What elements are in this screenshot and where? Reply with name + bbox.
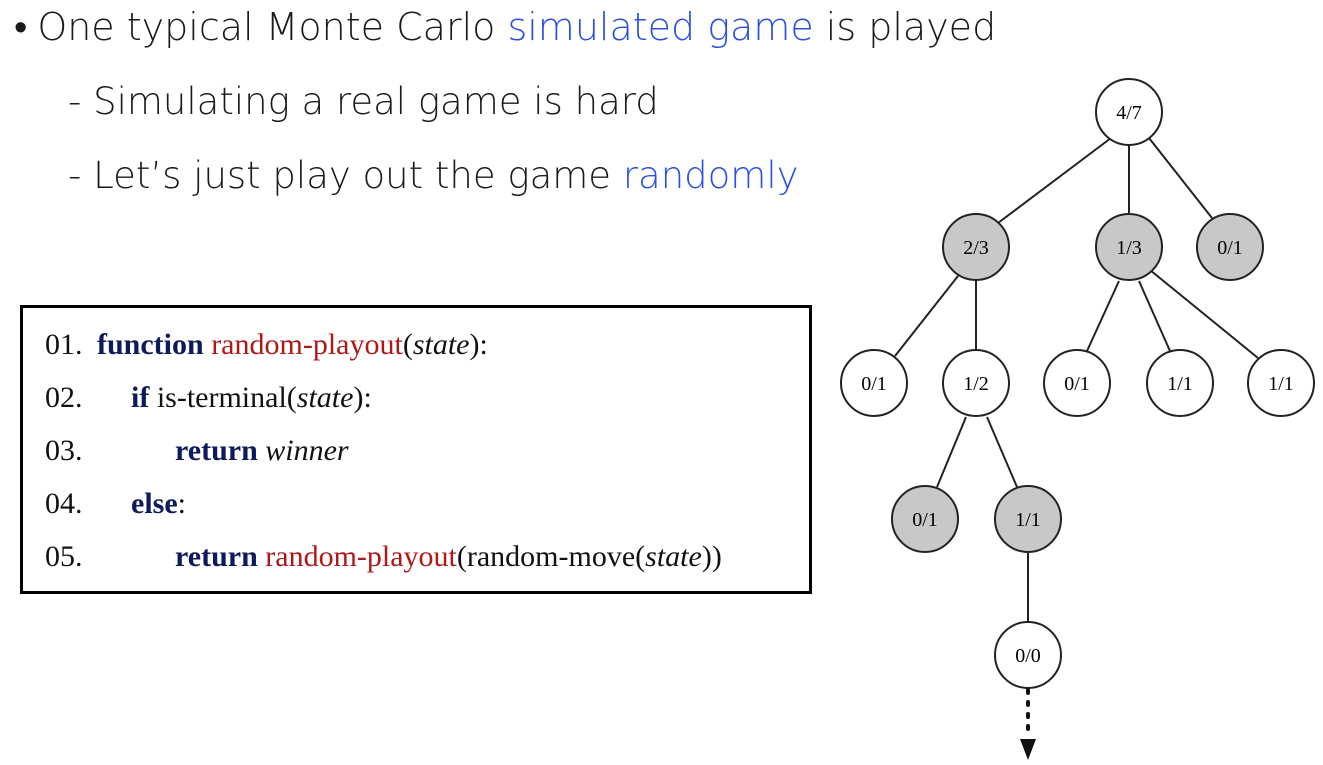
tree-node-b: 1/3 <box>1095 213 1163 281</box>
playout-continuation-arrow <box>1020 688 1036 760</box>
keyword: if <box>131 381 150 414</box>
tree-node-b3: 1/1 <box>1247 349 1315 417</box>
line-number: 03. <box>45 434 83 467</box>
sub-bullet-marker: - <box>68 154 82 197</box>
tree-node-sim: 0/0 <box>994 621 1062 689</box>
tree-node-a1: 0/1 <box>840 349 908 417</box>
tree-node-a: 2/3 <box>942 213 1010 281</box>
node-label: 0/1 <box>1064 373 1090 395</box>
code-arg: winner <box>265 434 349 467</box>
code-arg: state <box>645 540 702 573</box>
node-circle <box>1043 349 1111 417</box>
code-arg: state <box>412 328 470 361</box>
sub-bullet-random: - Let’s just play out the game randomly <box>68 154 799 197</box>
bullet-main-tail: is played <box>813 5 997 49</box>
node-label: 4/7 <box>1116 102 1142 124</box>
tree-node-root: 4/7 <box>1095 78 1163 146</box>
code-text: is-terminal( <box>149 381 297 414</box>
sub-bullet-random-highlight: randomly <box>622 154 799 197</box>
arrow-head-icon <box>1020 739 1036 760</box>
tree-edge <box>1086 280 1120 352</box>
tree-node-b2: 1/1 <box>1146 349 1214 417</box>
node-label: 0/1 <box>1217 237 1243 259</box>
code-text: (random-move( <box>456 540 646 573</box>
tree-node-a2: 1/2 <box>942 349 1010 417</box>
tree-edge <box>1148 137 1213 219</box>
node-circle <box>942 213 1010 281</box>
node-label: 2/3 <box>963 237 989 259</box>
node-circle <box>942 349 1010 417</box>
node-circle <box>1146 349 1214 417</box>
keyword: else <box>131 487 178 520</box>
tree-node-a21: 0/1 <box>891 485 959 553</box>
tree-node-c: 0/1 <box>1196 213 1264 281</box>
node-circle <box>994 485 1062 553</box>
tree-edge <box>936 416 967 488</box>
pseudocode-box: 01.function random-playout(state): 02.if… <box>20 305 812 594</box>
code-line-2: 02. if is-terminal(state): <box>45 381 372 415</box>
node-label: 0/0 <box>1015 645 1041 667</box>
tree-edges <box>894 137 1259 622</box>
sub-bullet-random-text: Let’s just play out the game <box>93 154 623 197</box>
node-label: 0/1 <box>861 373 887 395</box>
code-punct: ): <box>353 381 372 414</box>
node-label: 1/1 <box>1167 373 1193 395</box>
line-number: 02. <box>45 381 83 414</box>
code-line-5: 05. return random-playout(random-move(sta… <box>45 540 722 574</box>
node-circle <box>840 349 908 417</box>
keyword: return <box>175 540 258 573</box>
sub-bullet-marker: - <box>68 80 82 123</box>
code-punct: : <box>177 487 186 520</box>
sub-bullet-hard-text: Simulating a real game is hard <box>93 80 659 123</box>
keyword: function <box>97 328 204 361</box>
bullet-main-highlight: simulated game <box>507 5 814 49</box>
bullet-main: •One typical Monte Carlo simulated game … <box>14 5 996 50</box>
node-label: 0/1 <box>912 509 938 531</box>
function-name: random-playout <box>211 328 403 361</box>
sub-bullet-hard: - Simulating a real game is hard <box>68 80 659 123</box>
bullet-marker: • <box>14 5 28 49</box>
line-number: 05. <box>45 540 83 573</box>
node-label: 1/1 <box>1015 509 1041 531</box>
tree-edge <box>894 275 959 357</box>
code-punct: ( <box>402 328 413 361</box>
tree-edge <box>997 137 1112 224</box>
tree-edge <box>986 416 1018 488</box>
tree-node-b1: 0/1 <box>1043 349 1111 417</box>
tree-edge <box>1138 280 1171 352</box>
tree-node-a22: 1/1 <box>994 485 1062 553</box>
line-number: 01. <box>45 328 83 361</box>
node-circle <box>1247 349 1315 417</box>
node-circle <box>1196 213 1264 281</box>
code-arg: state <box>296 381 354 414</box>
code-punct: )) <box>701 540 722 573</box>
node-circle <box>1095 78 1163 146</box>
line-number: 04. <box>45 487 83 520</box>
code-line-3: 03. return winner <box>45 434 349 468</box>
node-label: 1/1 <box>1268 373 1294 395</box>
node-label: 1/3 <box>1116 237 1142 259</box>
function-name: random-playout <box>265 540 457 573</box>
keyword: return <box>175 434 258 467</box>
code-line-1: 01. function random-playout(state): <box>45 328 488 362</box>
code-punct: ): <box>469 328 488 361</box>
code-line-4: 04. else: <box>45 487 186 521</box>
bullet-main-text: One typical Monte Carlo <box>37 5 508 49</box>
node-circle <box>891 485 959 553</box>
tree-edge <box>1149 269 1259 359</box>
node-circle <box>1095 213 1163 281</box>
node-label: 1/2 <box>963 373 989 395</box>
